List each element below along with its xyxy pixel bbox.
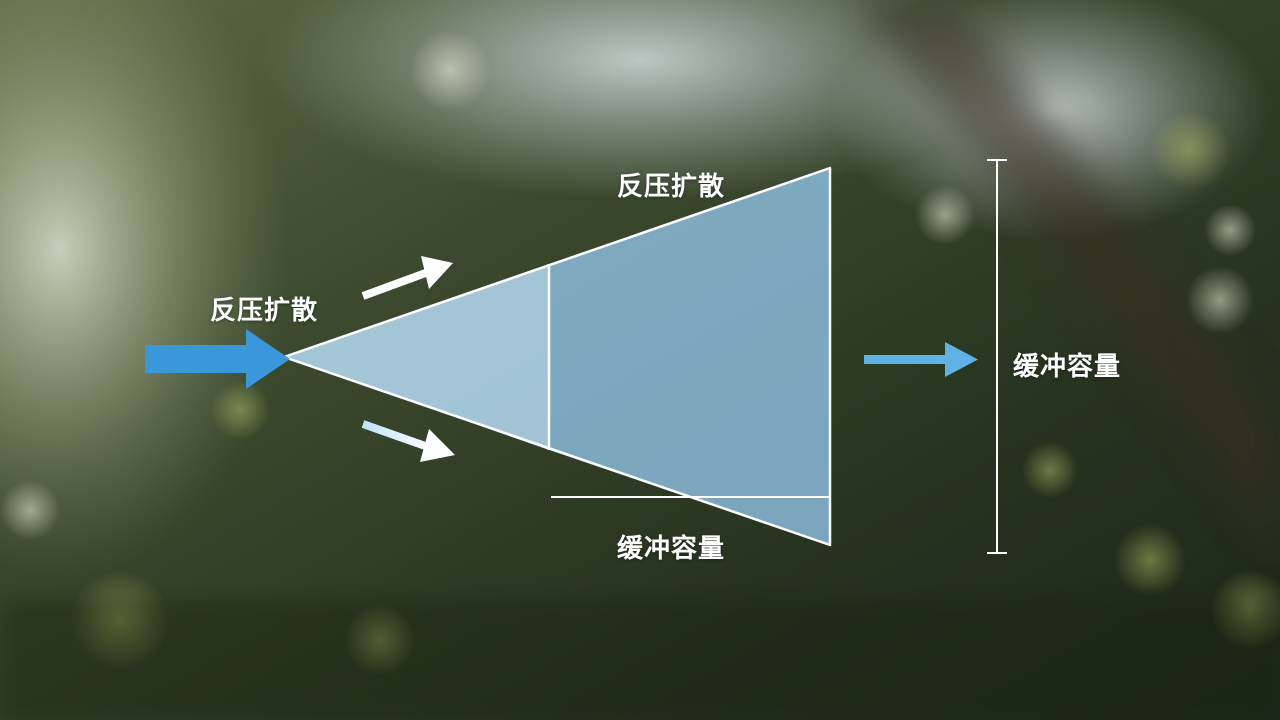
- left-spread-label: 反压扩散: [210, 296, 319, 326]
- bottom-capacity-label: 缓冲容量: [617, 534, 726, 564]
- output-arrow-icon: [864, 342, 978, 377]
- lower-spread-arrow-icon: [361, 420, 455, 462]
- upper-spread-arrow-icon: [361, 256, 453, 300]
- cone-outline: [282, 166, 832, 547]
- cone-inner-section: [284, 264, 549, 450]
- cone-outer-section: [549, 168, 830, 545]
- input-arrow-icon: [145, 329, 290, 389]
- right-capacity-label: 缓冲容量: [1013, 352, 1122, 382]
- top-spread-label: 反压扩散: [617, 172, 726, 202]
- capacity-bracket: [987, 159, 1007, 554]
